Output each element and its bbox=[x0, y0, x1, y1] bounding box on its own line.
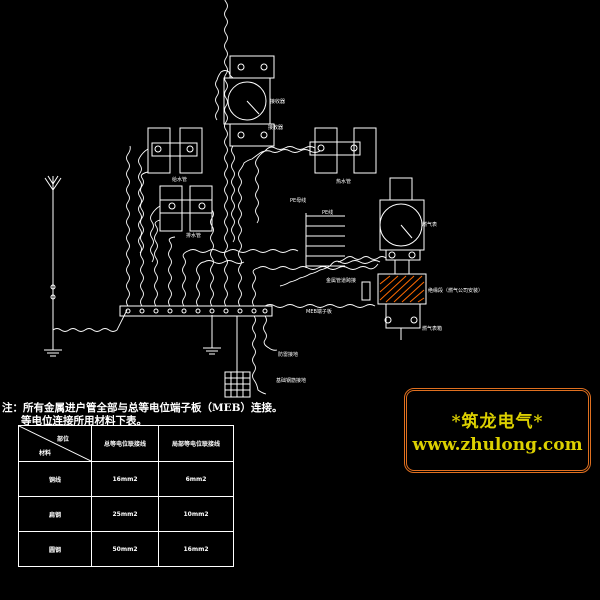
table-row: 铜线 16mm2 6mm2 bbox=[18, 461, 234, 497]
pe-bar-lines bbox=[305, 213, 345, 268]
ground-symbol-left bbox=[44, 335, 62, 357]
label-meb: MEB端子板 bbox=[306, 308, 332, 315]
label-meter-box: 燃气表箱 bbox=[422, 325, 442, 332]
ground-symbol-center bbox=[203, 315, 221, 355]
label-lightning-ground: 防雷接地 bbox=[278, 351, 298, 358]
label-receiver: 接收器 bbox=[270, 98, 285, 105]
label-insulation: 绝缘段（燃气公司安装） bbox=[428, 287, 483, 294]
pipe-box-left-upper bbox=[147, 127, 203, 174]
logo-url: www.zhulong.com bbox=[412, 435, 583, 455]
label-pe-line: PE线 bbox=[322, 209, 333, 216]
insulation-hatch bbox=[379, 275, 425, 303]
table-row: 扁钢 25mm2 10mm2 bbox=[18, 496, 234, 532]
pipe-box-left-lower bbox=[159, 185, 213, 232]
table-corner-cell: 部位 材料 bbox=[18, 425, 92, 462]
table-cell-material: 圆钢 bbox=[18, 531, 92, 567]
label-water-pipe: 给水管 bbox=[172, 176, 187, 183]
table-header-cell: 总等电位联接线 bbox=[91, 425, 159, 462]
note-line-2: 等电位连接所用材料下表。 bbox=[21, 415, 147, 427]
table-cell: 50mm2 bbox=[91, 531, 159, 567]
label-pe-bar: PE母线 bbox=[290, 197, 306, 204]
table-cell-material: 铜线 bbox=[18, 461, 92, 497]
logo-name: *筑龙电气* bbox=[451, 412, 544, 432]
antenna-symbol bbox=[44, 175, 62, 335]
label-pipe-joint: 金属管道跨接 bbox=[326, 277, 356, 284]
materials-table: 部位 材料 总等电位联接线 局部等电位联接线 铜线 16mm2 6mm2 扁钢 … bbox=[18, 425, 234, 567]
corner-top-label: 部位 bbox=[56, 436, 69, 443]
table-cell: 10mm2 bbox=[158, 496, 234, 532]
pipe-box-right-upper bbox=[309, 127, 377, 174]
earthing-grid bbox=[224, 316, 251, 398]
label-drain-pipe: 排水管 bbox=[186, 232, 201, 239]
gas-meter-assembly bbox=[361, 177, 427, 340]
table-header-row: 部位 材料 总等电位联接线 局部等电位联接线 bbox=[18, 425, 234, 462]
label-hot-water-pipe: 热水管 bbox=[336, 178, 351, 185]
meb-terminal-bar bbox=[119, 305, 273, 317]
bonding-wires bbox=[52, 0, 387, 395]
table-cell-material: 扁钢 bbox=[18, 496, 92, 532]
table-cell: 16mm2 bbox=[158, 531, 234, 567]
corner-bottom-label: 材料 bbox=[39, 450, 52, 457]
table-row: 圆钢 50mm2 16mm2 bbox=[18, 531, 234, 567]
label-receiver-2: 接收器 bbox=[268, 124, 283, 131]
label-gas-meter: 燃气表 bbox=[422, 221, 437, 228]
table-cell: 16mm2 bbox=[91, 461, 159, 497]
label-foundation-ground: 基础钢筋接地 bbox=[276, 377, 306, 384]
table-cell: 25mm2 bbox=[91, 496, 159, 532]
table-cell: 6mm2 bbox=[158, 461, 234, 497]
zhulong-logo: *筑龙电气* www.zhulong.com bbox=[404, 388, 591, 473]
receiver-box-top bbox=[223, 55, 275, 147]
note-line-1: 注：所有金属进户管全部与总等电位端子板（MEB）连接。 bbox=[2, 402, 283, 414]
table-header-cell: 局部等电位联接线 bbox=[158, 425, 234, 462]
